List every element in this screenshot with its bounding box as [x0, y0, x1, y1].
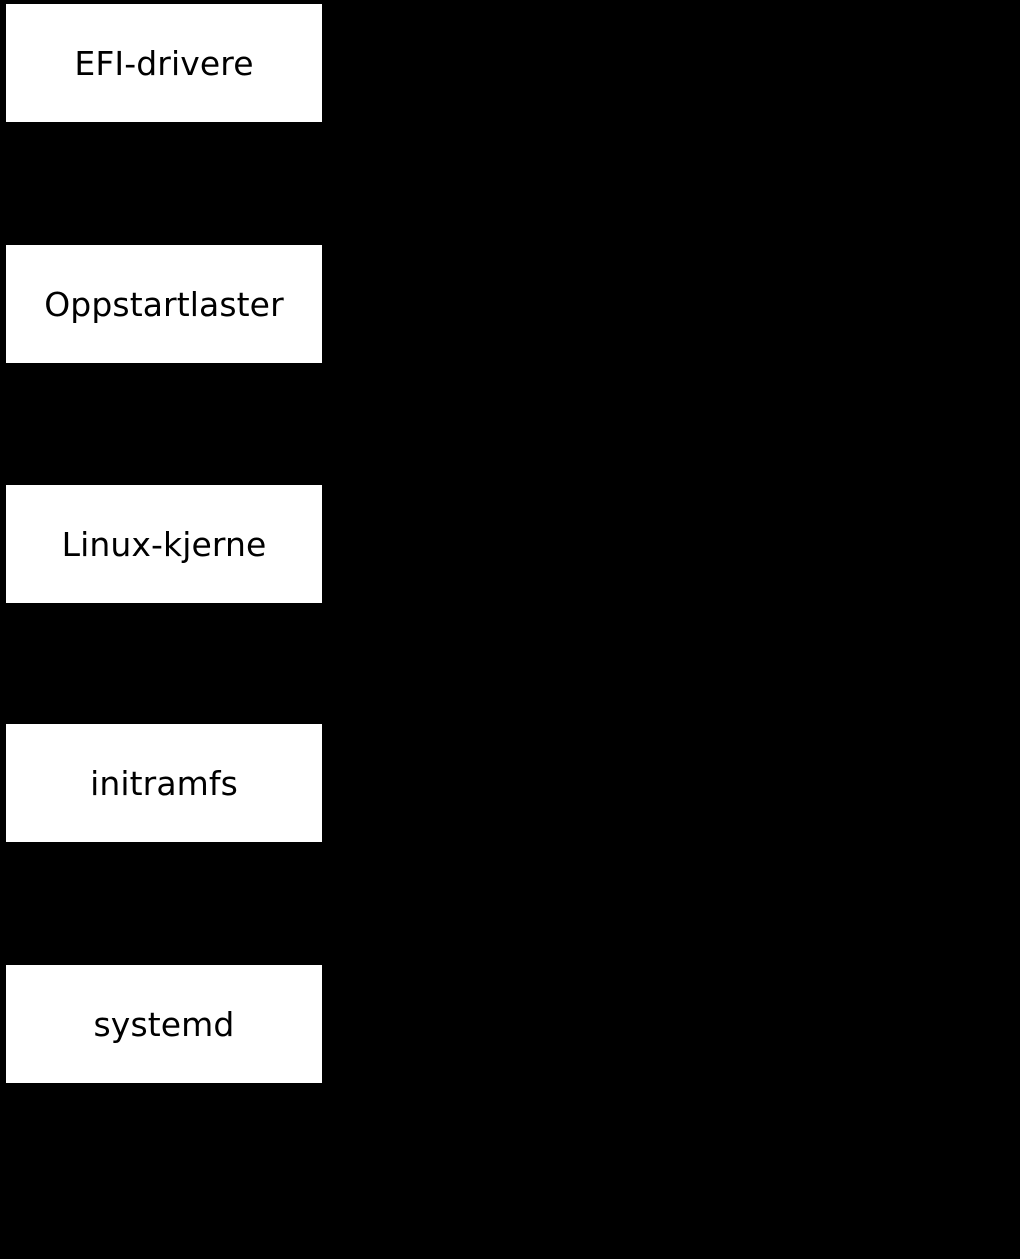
- diagram-node-linux-kjerne[interactable]: Linux-kjerne: [6, 485, 322, 603]
- diagram-node-efi-drivere[interactable]: EFI-drivere: [6, 4, 322, 122]
- diagram-node-label: EFI-drivere: [74, 43, 254, 83]
- diagram-node-label: initramfs: [90, 763, 238, 803]
- diagram-node-systemd[interactable]: systemd: [6, 965, 322, 1083]
- diagram-node-label: Linux-kjerne: [61, 524, 267, 564]
- diagram-node-label: Oppstartlaster: [44, 284, 284, 324]
- diagram-node-label: systemd: [93, 1004, 235, 1044]
- diagram-node-initramfs[interactable]: initramfs: [6, 724, 322, 842]
- diagram-node-oppstartlaster[interactable]: Oppstartlaster: [6, 245, 322, 363]
